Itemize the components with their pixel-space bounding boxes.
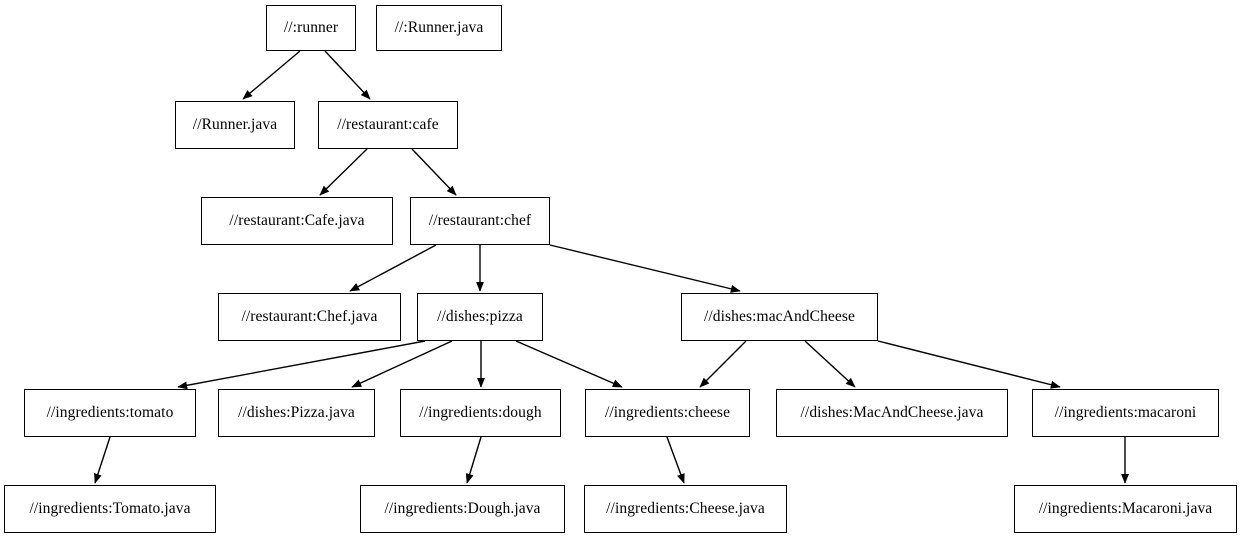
graph-edge xyxy=(699,340,747,388)
graph-edge xyxy=(351,340,453,388)
graph-edge xyxy=(349,244,437,292)
graph-node-cheese_java[interactable]: //ingredients:Cheese.java xyxy=(584,485,787,533)
graph-edge xyxy=(324,50,371,100)
graph-node-pizza_java[interactable]: //dishes:Pizza.java xyxy=(218,389,375,437)
graph-edge xyxy=(804,340,856,388)
graph-node-label: //restaurant:Chef.java xyxy=(241,308,378,326)
graph-node-ing_dough[interactable]: //ingredients:dough xyxy=(400,389,561,437)
graph-node-dough_java[interactable]: //ingredients:Dough.java xyxy=(360,485,565,533)
graph-edge xyxy=(94,436,111,484)
graph-node-runner_java[interactable]: //Runner.java xyxy=(175,101,295,149)
graph-node-label: //restaurant:cafe xyxy=(337,116,439,134)
graph-node-mac_java[interactable]: //dishes:MacAndCheese.java xyxy=(776,389,1008,437)
graph-node-runner[interactable]: //:runner xyxy=(266,5,356,51)
graph-edge xyxy=(877,340,1061,389)
graph-node-label: //ingredients:Macaroni.java xyxy=(1038,500,1213,518)
graph-node-label: //:runner xyxy=(283,19,339,37)
graph-node-restaurant_chef[interactable]: //restaurant:chef xyxy=(410,197,550,245)
graph-node-label: //Runner.java xyxy=(192,116,278,134)
graph-node-chef_java[interactable]: //restaurant:Chef.java xyxy=(218,293,401,341)
graph-node-runner_java_root[interactable]: //:Runner.java xyxy=(376,5,502,51)
graph-node-dishes_mac[interactable]: //dishes:macAndCheese xyxy=(681,293,878,341)
graph-node-label: //ingredients:cheese xyxy=(604,404,731,422)
graph-edge xyxy=(319,148,368,196)
graph-edge xyxy=(666,436,685,484)
graph-edge xyxy=(515,340,623,388)
graph-node-label: //ingredients:tomato xyxy=(46,404,174,422)
graph-node-label: //dishes:Pizza.java xyxy=(238,404,355,422)
graph-node-label: //:Runner.java xyxy=(394,19,484,37)
graph-node-label: //ingredients:Tomato.java xyxy=(29,500,191,518)
graph-edge xyxy=(177,340,426,390)
graph-node-label: //ingredients:dough xyxy=(419,404,542,422)
graph-node-label: //ingredients:Cheese.java xyxy=(606,500,765,518)
graph-edge xyxy=(411,148,457,196)
graph-node-label: //restaurant:Cafe.java xyxy=(229,212,365,230)
graph-node-cafe_java[interactable]: //restaurant:Cafe.java xyxy=(201,197,393,245)
graph-node-label: //ingredients:Dough.java xyxy=(384,500,541,518)
graph-edge xyxy=(242,50,301,100)
graph-node-ing_tomato[interactable]: //ingredients:tomato xyxy=(24,389,196,437)
graph-edge xyxy=(549,244,741,293)
graph-node-ing_cheese[interactable]: //ingredients:cheese xyxy=(585,389,750,437)
graph-node-tomato_java[interactable]: //ingredients:Tomato.java xyxy=(4,485,216,533)
graph-node-macaroni_java[interactable]: //ingredients:Macaroni.java xyxy=(1014,485,1237,533)
graph-node-restaurant_cafe[interactable]: //restaurant:cafe xyxy=(318,101,458,149)
graph-node-label: //dishes:MacAndCheese.java xyxy=(800,404,984,422)
graph-node-ing_macaroni[interactable]: //ingredients:macaroni xyxy=(1032,389,1219,437)
graph-edge xyxy=(465,436,482,484)
graph-node-label: //ingredients:macaroni xyxy=(1054,404,1197,422)
graph-node-label: //dishes:pizza xyxy=(437,308,523,326)
graph-node-dishes_pizza[interactable]: //dishes:pizza xyxy=(417,293,543,341)
graph-node-label: //restaurant:chef xyxy=(428,212,532,230)
graph-node-label: //dishes:macAndCheese xyxy=(703,308,856,326)
